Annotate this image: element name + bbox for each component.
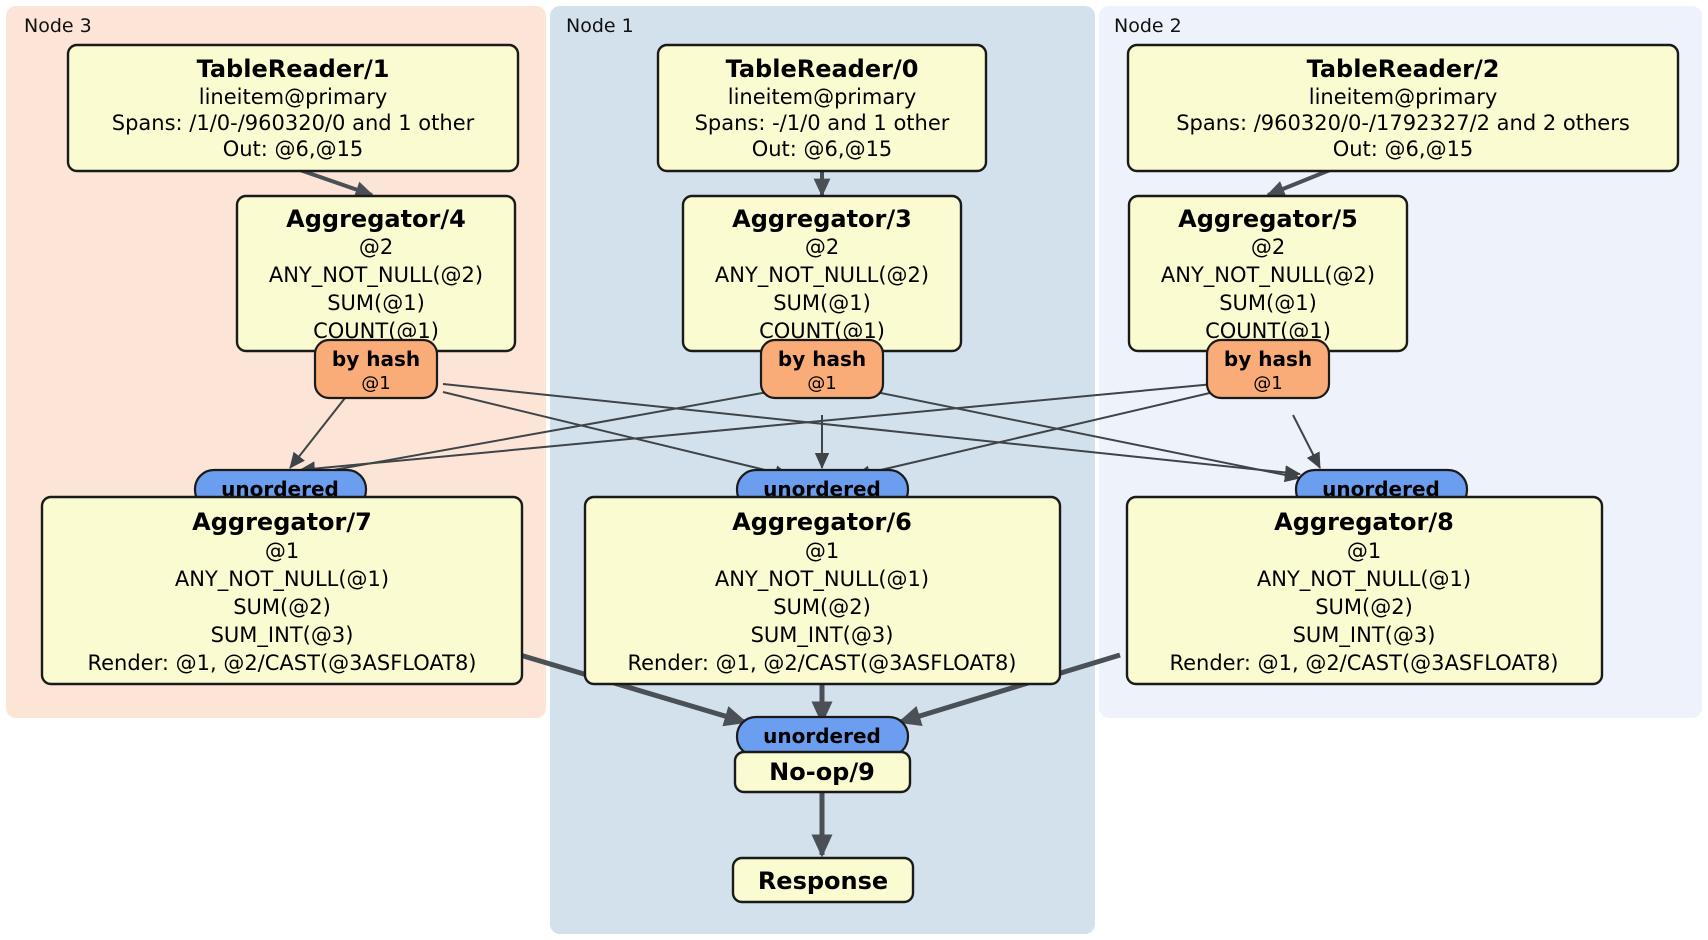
router-by-hash-left[interactable]: by hash @1 [313, 338, 439, 400]
tablereader2-line-2: Out: @6,@15 [1333, 137, 1474, 161]
processor-box-tablereader-0[interactable]: TableReader/0 lineitem@primary Spans: -/… [656, 43, 988, 173]
tablereader1-line-2: Out: @6,@15 [223, 137, 364, 161]
response-title: Response [758, 867, 888, 895]
node-panel-label-node1: Node 1 [566, 15, 634, 37]
edge-tablereader1-to-aggregator4 [299, 168, 374, 198]
router-by-hash-right-label: by hash [1224, 347, 1312, 371]
tablereader0-line-1: Spans: -/1/0 and 1 other [695, 111, 950, 135]
aggregator7-line-1: ANY_NOT_NULL(@1) [175, 567, 389, 592]
processor-box-aggregator-3[interactable]: Aggregator/3 @2 ANY_NOT_NULL(@2) SUM(@1)… [681, 194, 963, 353]
processor-box-tablereader-2[interactable]: TableReader/2 lineitem@primary Spans: /9… [1126, 43, 1680, 173]
aggregator8-line-0: @1 [1347, 539, 1381, 563]
aggregator6-line-3: SUM_INT(@3) [751, 623, 894, 648]
aggregator7-line-0: @1 [265, 539, 299, 563]
router-by-hash-right-sub: @1 [1253, 373, 1282, 394]
router-by-hash-left-sub: @1 [361, 373, 390, 394]
aggregator7-title: Aggregator/7 [192, 508, 372, 536]
aggregator6-line-2: SUM(@2) [773, 595, 871, 619]
aggregator3-title: Aggregator/3 [732, 205, 912, 233]
aggregator6-title: Aggregator/6 [732, 508, 912, 536]
router-by-hash-right[interactable]: by hash @1 [1205, 338, 1331, 400]
noop9-title: No-op/9 [769, 758, 875, 786]
router-by-hash-mid-label: by hash [778, 347, 866, 371]
processor-box-response[interactable]: Response [731, 856, 915, 904]
aggregator6-line-1: ANY_NOT_NULL(@1) [715, 567, 929, 592]
aggregator8-title: Aggregator/8 [1274, 508, 1454, 536]
edge-hashright-to-unorderedmid [854, 391, 1215, 480]
aggregator4-line-0: @2 [359, 235, 393, 259]
processor-box-tablereader-1[interactable]: TableReader/1 lineitem@primary Spans: /1… [66, 43, 520, 173]
processor-box-aggregator-7[interactable]: Aggregator/7 @1 ANY_NOT_NULL(@1) SUM(@2)… [40, 495, 524, 686]
edge-hashright-to-unorderedright [1292, 414, 1321, 469]
processor-box-aggregator-8[interactable]: Aggregator/8 @1 ANY_NOT_NULL(@1) SUM(@2)… [1125, 495, 1604, 686]
tablereader2-line-0: lineitem@primary [1309, 85, 1498, 109]
tablereader1-line-1: Spans: /1/0-/960320/0 and 1 other [112, 111, 475, 135]
aggregator3-line-1: ANY_NOT_NULL(@2) [715, 263, 929, 288]
tablereader0-title: TableReader/0 [726, 55, 919, 83]
router-by-hash-mid[interactable]: by hash @1 [759, 338, 885, 400]
aggregator7-line-3: SUM_INT(@3) [211, 623, 354, 648]
processor-box-aggregator-6[interactable]: Aggregator/6 @1 ANY_NOT_NULL(@1) SUM(@2)… [583, 495, 1062, 686]
aggregator6-line-4: Render: @1, @2/CAST(@3ASFLOAT8) [627, 651, 1016, 675]
aggregator6-line-0: @1 [805, 539, 839, 563]
edge-hashleft-to-unorderedmid [442, 391, 791, 480]
aggregator5-line-0: @2 [1251, 235, 1285, 259]
aggregator7-line-2: SUM(@2) [233, 595, 331, 619]
tablereader2-title: TableReader/2 [1307, 55, 1500, 83]
processor-box-noop-9[interactable]: No-op/9 [733, 750, 912, 794]
router-unordered-final-label: unordered [763, 724, 881, 748]
tablereader0-line-0: lineitem@primary [728, 85, 917, 109]
edge-aggregator8-to-unorderedfinal [897, 652, 1121, 727]
aggregator8-line-4: Render: @1, @2/CAST(@3ASFLOAT8) [1169, 651, 1558, 675]
aggregator8-line-3: SUM_INT(@3) [1293, 623, 1436, 648]
edge-aggregator7-to-unorderedfinal [519, 652, 748, 727]
aggregator4-title: Aggregator/4 [286, 205, 466, 233]
edge-hashright-to-unorderedleft [299, 383, 1215, 476]
aggregator5-line-1: ANY_NOT_NULL(@2) [1161, 263, 1375, 288]
aggregator8-line-2: SUM(@2) [1315, 595, 1413, 619]
tablereader2-line-1: Spans: /960320/0-/1792327/2 and 2 others [1176, 111, 1630, 135]
node-panel-label-node2: Node 2 [1114, 15, 1182, 37]
aggregator4-line-2: SUM(@1) [327, 291, 425, 315]
router-by-hash-left-label: by hash [332, 347, 420, 371]
node-panel-label-node3: Node 3 [24, 15, 92, 37]
edge-tablereader2-to-aggregator5 [1266, 168, 1331, 197]
edge-hashleft-to-unorderedright [442, 383, 1301, 480]
tablereader1-line-0: lineitem@primary [199, 85, 388, 109]
tablereader0-line-2: Out: @6,@15 [752, 137, 893, 161]
aggregator8-line-1: ANY_NOT_NULL(@1) [1257, 567, 1471, 592]
aggregator7-line-4: Render: @1, @2/CAST(@3ASFLOAT8) [87, 651, 476, 675]
aggregator5-title: Aggregator/5 [1178, 205, 1358, 233]
router-unordered-final[interactable]: unordered [735, 715, 910, 758]
edge-hashleft-to-unorderedleft [289, 397, 346, 469]
processor-box-aggregator-4[interactable]: Aggregator/4 @2 ANY_NOT_NULL(@2) SUM(@1)… [235, 194, 517, 353]
edge-hashmid-to-unorderedright [875, 391, 1301, 483]
tablereader1-title: TableReader/1 [197, 55, 390, 83]
aggregator3-line-2: SUM(@1) [773, 291, 871, 315]
processor-box-aggregator-5[interactable]: Aggregator/5 @2 ANY_NOT_NULL(@2) SUM(@1)… [1127, 194, 1409, 353]
router-by-hash-mid-sub: @1 [807, 373, 836, 394]
aggregator3-line-0: @2 [805, 235, 839, 259]
aggregator5-line-2: SUM(@1) [1219, 291, 1317, 315]
aggregator4-line-1: ANY_NOT_NULL(@2) [269, 263, 483, 288]
